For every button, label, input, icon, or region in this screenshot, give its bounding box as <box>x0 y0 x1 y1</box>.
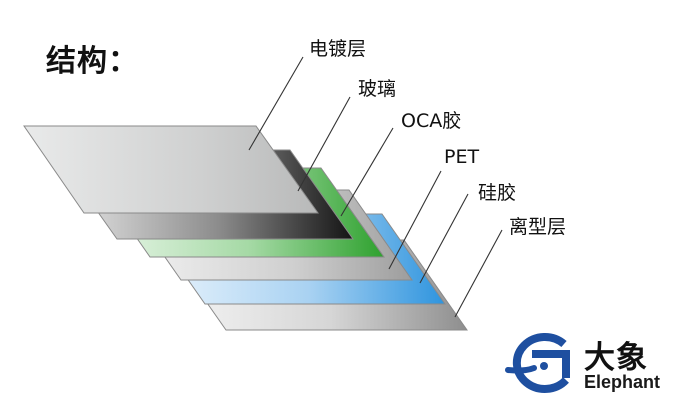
logo-text-en: Elephant <box>584 372 661 392</box>
leader-pet <box>388 170 442 270</box>
leader-glass <box>297 96 351 192</box>
elephant-logo-icon <box>505 332 570 393</box>
leader-plating <box>248 56 304 151</box>
label-plating: 电镀层 <box>309 38 367 60</box>
label-pet: PET <box>444 146 480 168</box>
leader-silicone <box>419 193 469 284</box>
label-silicone: 硅胶 <box>478 182 517 204</box>
label-glass: 玻璃 <box>358 78 397 100</box>
leader-release <box>454 229 503 318</box>
label-release: 离型层 <box>509 216 567 238</box>
label-oca: OCA胶 <box>401 110 462 132</box>
logo-text-cn: 大象 <box>584 340 648 376</box>
diagram-title: 结构： <box>46 44 139 79</box>
plating-layer <box>23 125 319 214</box>
leader-oca <box>340 127 394 217</box>
